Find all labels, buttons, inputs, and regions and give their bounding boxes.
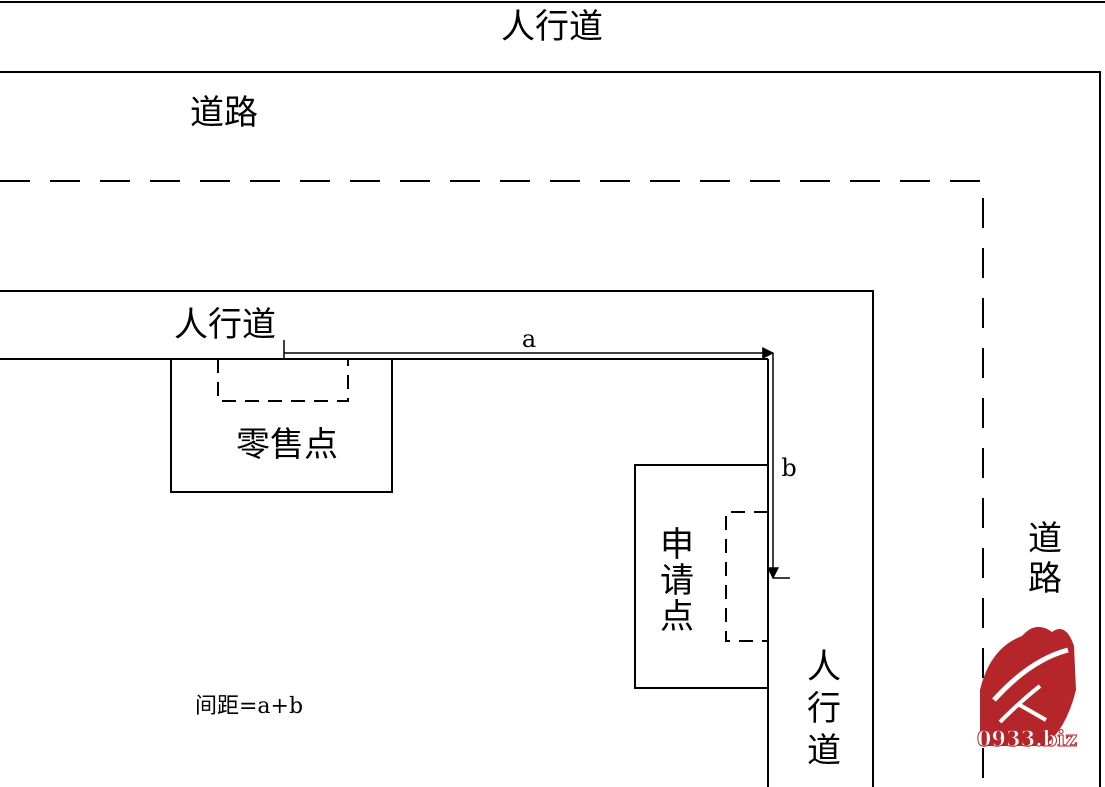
road-center-dashed-line [0,180,984,787]
distance-formula-label: 间距=a+b [195,694,303,719]
retail-point-label: 零售点 [236,425,338,465]
road-right-label: 道路 [1028,519,1062,599]
sidewalk-top-label: 人行道 [501,7,603,47]
retail-entrance-dashed [217,359,349,402]
applicant-entrance-dashed [725,511,768,642]
watermark-text: 0933.biz [977,726,1077,751]
dim-a-label: a [522,325,536,353]
road-top-label: 道路 [190,93,258,133]
applicant-point-label: 申请点 [660,525,694,637]
sidewalk-right-label: 人行道 [807,647,841,771]
dim-b-label: b [781,454,796,482]
sidewalk-inner-label: 人行道 [174,305,276,345]
applicant-point-box [634,464,768,689]
retail-point-box [170,358,393,493]
inner-sidewalk-edge [0,290,874,787]
outer-road-edge [0,71,1101,787]
watermark-logo: 0933.biz [976,626,1078,752]
